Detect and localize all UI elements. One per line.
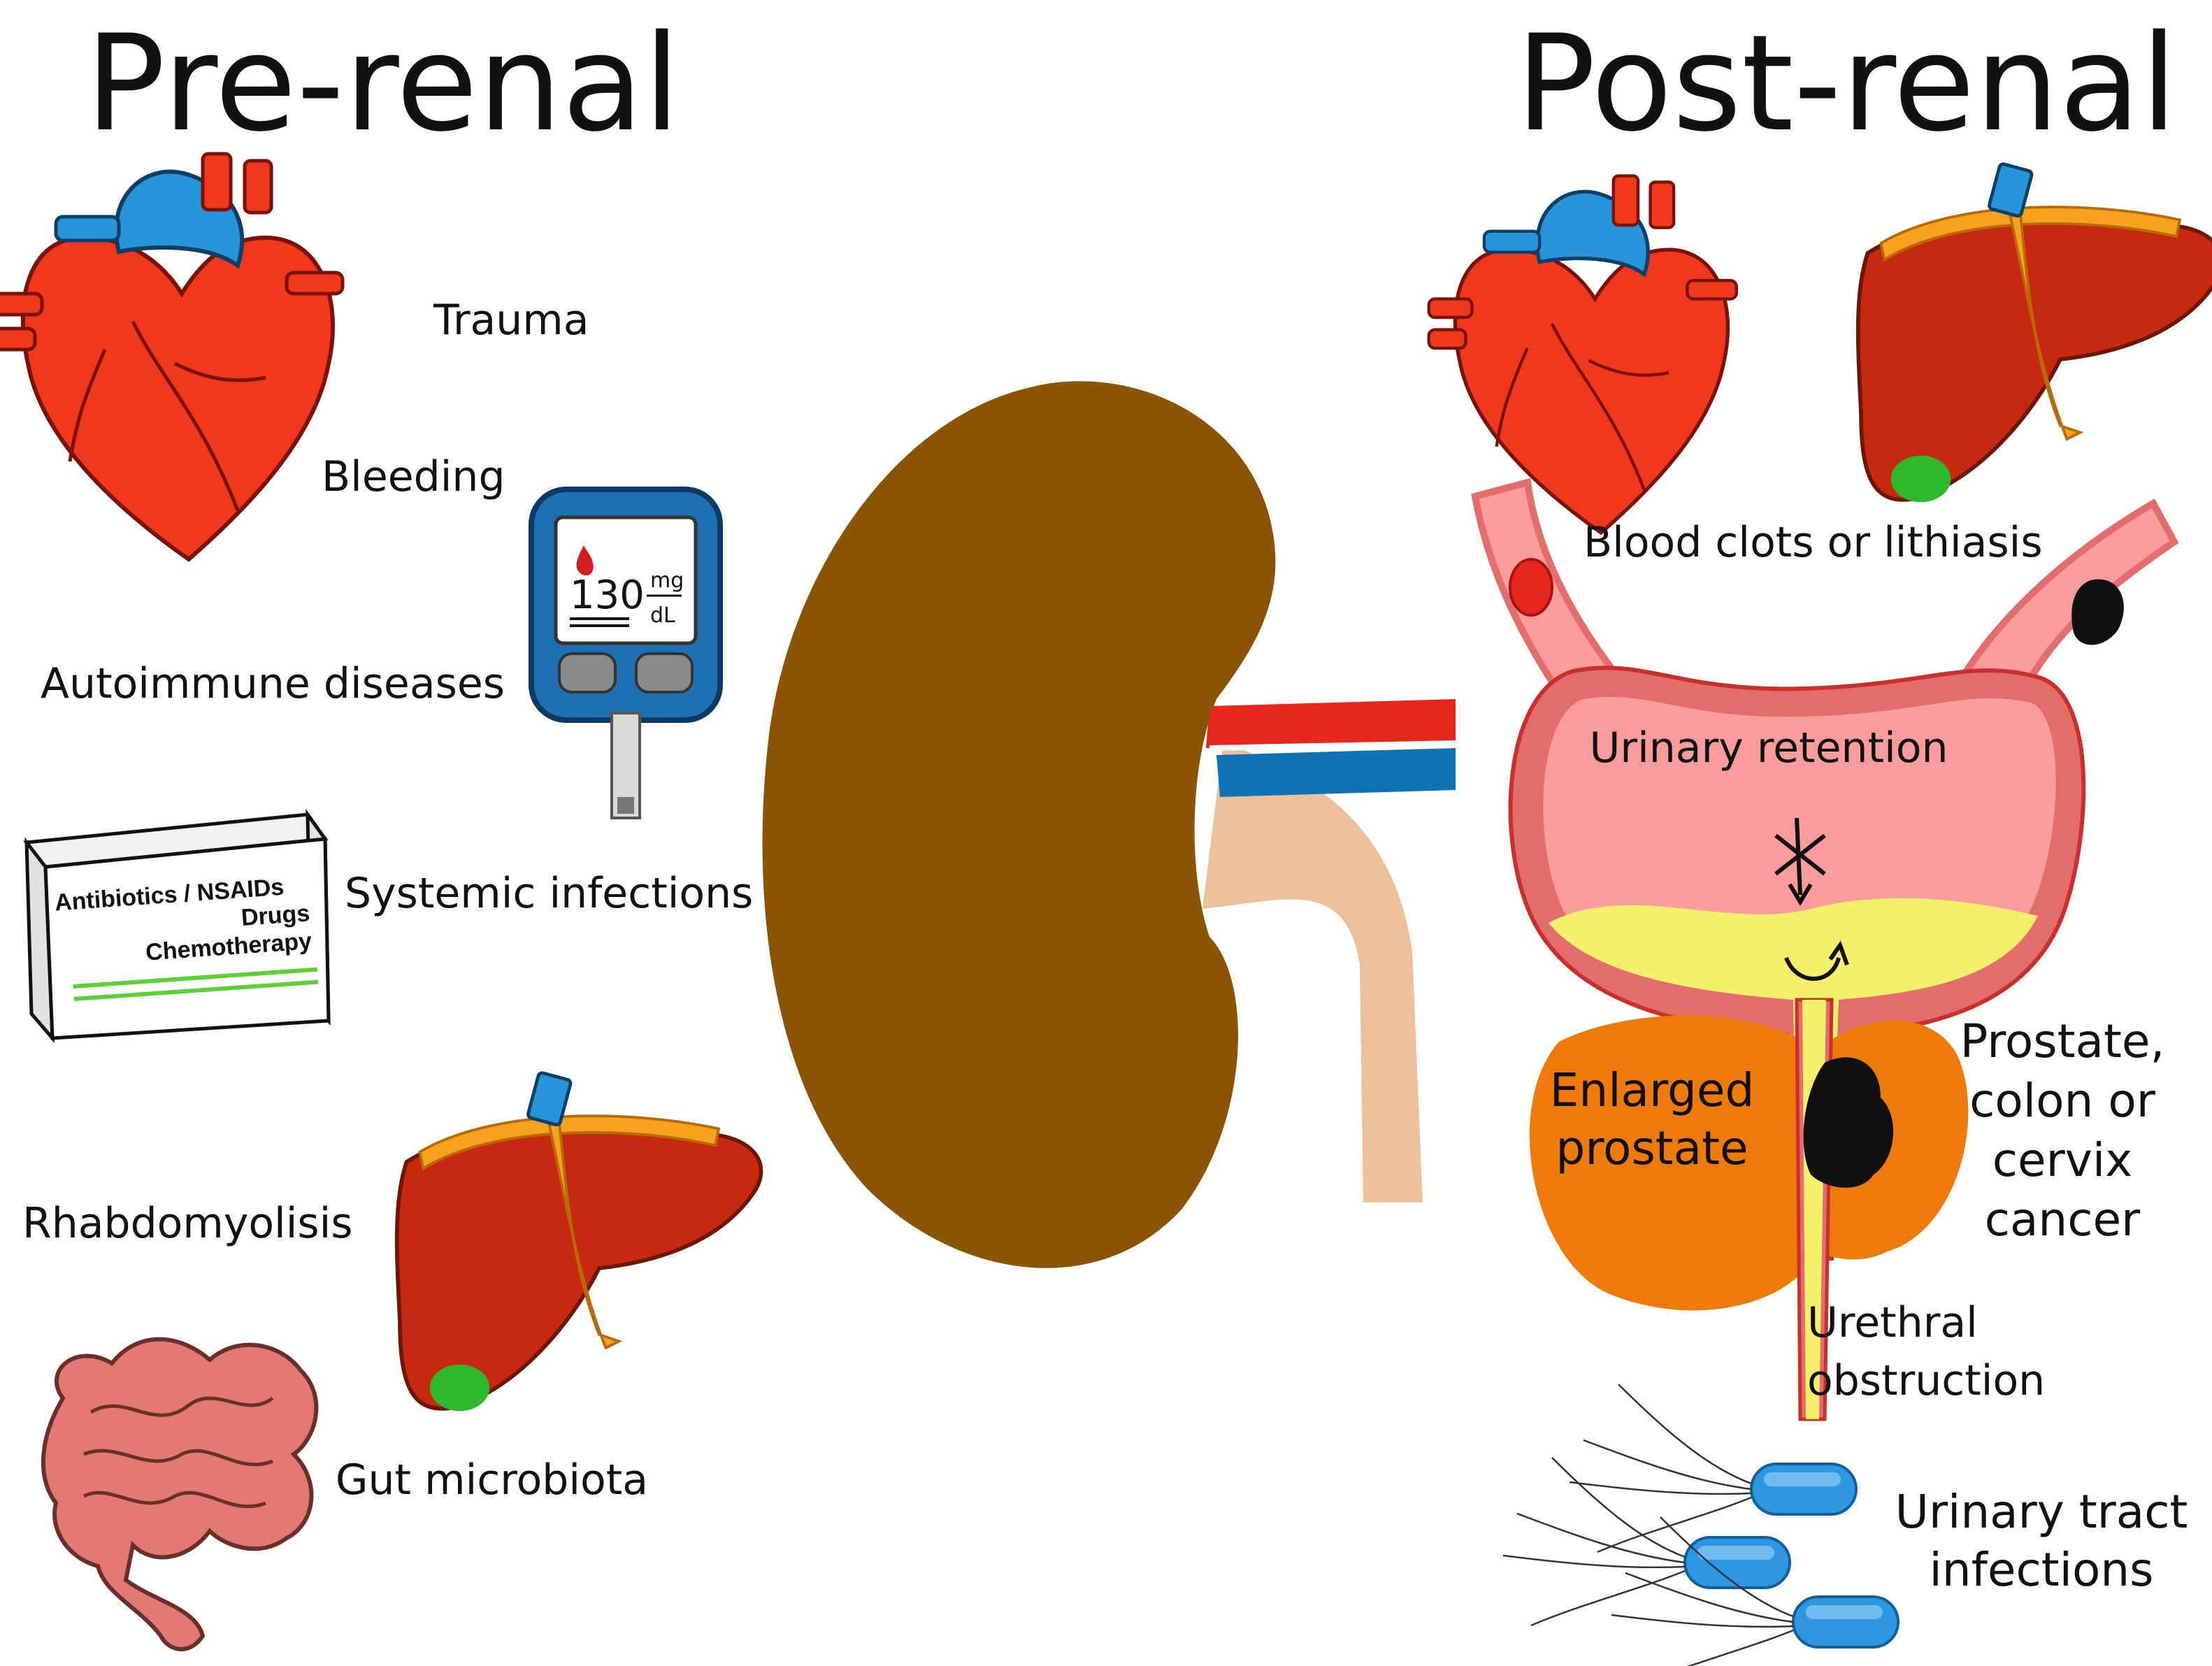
label-autoimmune: Autoimmune diseases <box>41 659 505 708</box>
bacterium-icon-2 <box>1502 1456 1791 1627</box>
label-enlarged-2: prostate <box>1556 1121 1748 1175</box>
glucose-unit-top: mg <box>650 568 684 593</box>
label-urethral-2: obstruction <box>1807 1356 2045 1405</box>
ureter-tube <box>1202 741 1423 1202</box>
intestine-icon <box>41 1337 319 1651</box>
heart-icon <box>0 154 343 559</box>
tumor-mass <box>1803 1057 1894 1188</box>
label-cancer-3: cervix <box>1992 1133 2132 1187</box>
bladder-illustration <box>1471 477 2179 1421</box>
renal-vein <box>1216 748 1456 797</box>
glucose-value: 130 <box>570 573 645 618</box>
label-cancer-4: cancer <box>1985 1193 2141 1247</box>
renal-artery <box>1206 699 1456 748</box>
liver-icon-right <box>1858 163 2212 502</box>
label-bleeding: Bleeding <box>322 452 505 501</box>
glucometer-icon: 130 mg dL <box>529 487 723 819</box>
label-cancer-1: Prostate, <box>1960 1014 2165 1068</box>
label-systemic-infections: Systemic infections <box>345 869 753 918</box>
label-urinary-retention: Urinary retention <box>1590 724 1948 773</box>
label-urethral-1: Urethral <box>1807 1298 1978 1347</box>
heart-icon-right <box>1429 176 1737 533</box>
obstruction-symbol <box>1774 817 1849 981</box>
kidney-shape <box>762 381 1276 1268</box>
drug-box-line2: Drugs <box>240 900 311 931</box>
label-gut-microbiota: Gut microbiota <box>336 1456 648 1505</box>
kidney-stone <box>2071 579 2124 645</box>
blood-clot <box>1509 558 1553 617</box>
pre-renal-title: Pre-renal <box>85 6 680 161</box>
drug-box-icon: Antibiotics / NSAIDs Drugs Chemotherapy <box>23 808 331 1044</box>
post-renal-title: Post-renal <box>1516 6 2178 161</box>
label-uti-1: Urinary tract <box>1895 1485 2188 1539</box>
label-cancer-2: colon or <box>1969 1074 2156 1128</box>
label-trauma: Trauma <box>433 296 589 345</box>
label-blood-clots: Blood clots or lithiasis <box>1583 518 2043 567</box>
label-uti-2: infections <box>1929 1543 2153 1597</box>
urine-fill <box>1549 898 2038 1202</box>
label-rhabdomyolisis: Rhabdomyolisis <box>22 1199 353 1248</box>
liver-icon-left <box>397 1072 761 1411</box>
label-enlarged-1: Enlarged <box>1550 1063 1755 1117</box>
glucose-unit-bottom: dL <box>650 603 675 628</box>
kidney-illustration <box>762 381 1456 1268</box>
